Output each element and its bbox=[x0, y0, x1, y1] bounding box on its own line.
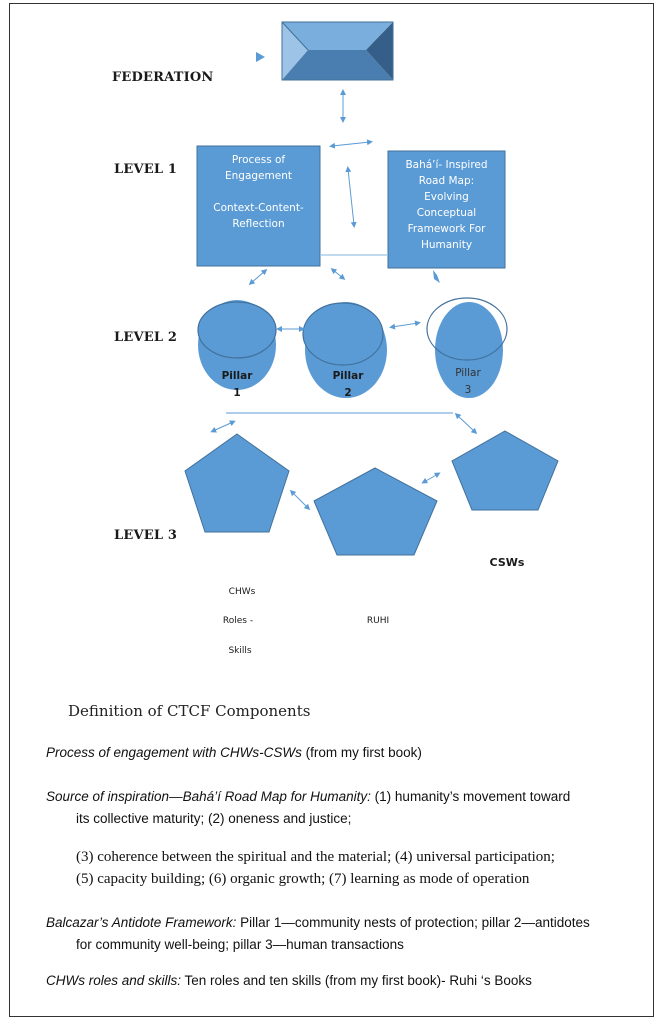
definition-item: CHWs roles and skills: Ten roles and ten… bbox=[46, 970, 636, 992]
pillar-word: Pillar bbox=[455, 367, 481, 379]
road-map-box-line: Conceptual bbox=[416, 207, 477, 219]
process-box-line: Context-Content- bbox=[213, 202, 304, 214]
pillar-number: 2 bbox=[344, 387, 352, 399]
level-label-federation: FEDERATION bbox=[112, 70, 214, 85]
arrow-level1-vertical bbox=[345, 166, 357, 228]
definition-text: Ten roles and ten skills (from my first … bbox=[181, 973, 532, 988]
process-of-engagement-box bbox=[196, 145, 321, 267]
road-map-box-text: Bahá’í- Inspired Road Map: Evolving Conc… bbox=[388, 157, 505, 253]
road-map-box-line: Evolving bbox=[424, 191, 469, 203]
definition-item: Process of engagement with CHWs-CSWs (fr… bbox=[46, 742, 636, 764]
definition-term: CHWs roles and skills: bbox=[46, 973, 182, 988]
process-box-line: Reflection bbox=[232, 218, 285, 230]
definition-text: (from my first book) bbox=[301, 745, 422, 760]
definition-continuation: its collective maturity; (2) oneness and… bbox=[76, 811, 352, 826]
road-map-box-line: Humanity bbox=[420, 239, 473, 251]
arrow-pillar2-pillar3 bbox=[389, 320, 421, 330]
federation-bevel-shape bbox=[281, 21, 394, 81]
definition-item: Source of inspiration—Bahá’í Road Map fo… bbox=[46, 786, 636, 830]
road-map-box-line: Road Map: bbox=[418, 175, 475, 187]
arrow-level2-pentagon3 bbox=[454, 412, 478, 435]
pentagon-chws bbox=[184, 433, 290, 533]
definition-term: Balcazar’s Antidote Framework: bbox=[46, 915, 237, 930]
pillar-1-label: Pillar 1 bbox=[207, 368, 267, 402]
arrow-pentagon1-pentagon2 bbox=[289, 489, 311, 511]
process-box-line: Process of bbox=[231, 154, 286, 166]
level-label-3: LEVEL 3 bbox=[114, 528, 178, 543]
arrow-pentagon2-pentagon3 bbox=[421, 472, 441, 484]
definition-item: (3) coherence between the spiritual and … bbox=[46, 846, 658, 890]
chws-label-line3: Skills bbox=[228, 646, 252, 656]
definition-continuation: for community well-being; pillar 3—human… bbox=[76, 937, 404, 952]
definitions-title: Definition of CTCF Components bbox=[68, 702, 311, 720]
road-map-box-line: Framework For bbox=[407, 223, 486, 235]
process-box-text: Process of Engagement Context-Content- R… bbox=[197, 152, 320, 232]
pillar-3-label: Pillar 3 bbox=[438, 365, 498, 399]
chws-label-line2: Roles - bbox=[222, 616, 254, 626]
definition-term: Process of engagement with CHWs-CSWs bbox=[46, 745, 302, 760]
road-map-box bbox=[387, 150, 506, 269]
arrow-level2-pentagon1 bbox=[210, 420, 236, 433]
pointer-box2-pillar3 bbox=[433, 270, 440, 283]
definition-text: (1) humanity’s movement toward bbox=[370, 789, 571, 804]
pentagon-ruhi bbox=[313, 467, 438, 556]
arrow-box1-pillar1 bbox=[248, 269, 268, 285]
definition-item: Balcazar’s Antidote Framework: Pillar 1—… bbox=[46, 912, 636, 956]
level-label-1: LEVEL 1 bbox=[114, 162, 178, 177]
arrow-box1-pillar2 bbox=[330, 268, 346, 280]
pillar-2-shape bbox=[302, 302, 387, 398]
definition-line: (5) capacity building; (6) organic growt… bbox=[76, 871, 530, 887]
pillar-3-shape bbox=[426, 297, 508, 398]
chws-label-line1: CHWs bbox=[228, 587, 256, 597]
pointer-triangle-icon bbox=[256, 52, 265, 62]
road-map-box-line: Bahá’í- Inspired bbox=[405, 159, 488, 171]
definition-text: Pillar 1—community nests of protection; … bbox=[236, 915, 590, 930]
ruhi-label: RUHI bbox=[366, 616, 390, 626]
definition-line: (3) coherence between the spiritual and … bbox=[76, 849, 555, 865]
pillar-number: 3 bbox=[464, 384, 472, 396]
pillar-word: Pillar bbox=[221, 370, 253, 382]
pillar-number: 1 bbox=[233, 387, 241, 399]
pillar-word: Pillar bbox=[332, 370, 364, 382]
pillar-2-label: Pillar 2 bbox=[318, 368, 378, 402]
process-box-line: Engagement bbox=[225, 170, 292, 182]
arrow-level1-horizontal bbox=[329, 139, 373, 149]
pillar-1-shape bbox=[197, 300, 277, 390]
diagram-canvas bbox=[184, 21, 559, 556]
level-label-2: LEVEL 2 bbox=[114, 330, 178, 345]
definition-term: Source of inspiration—Bahá’í Road Map fo… bbox=[46, 789, 371, 804]
csws-label: CSWs bbox=[489, 556, 525, 569]
pentagon-csws bbox=[451, 430, 559, 511]
